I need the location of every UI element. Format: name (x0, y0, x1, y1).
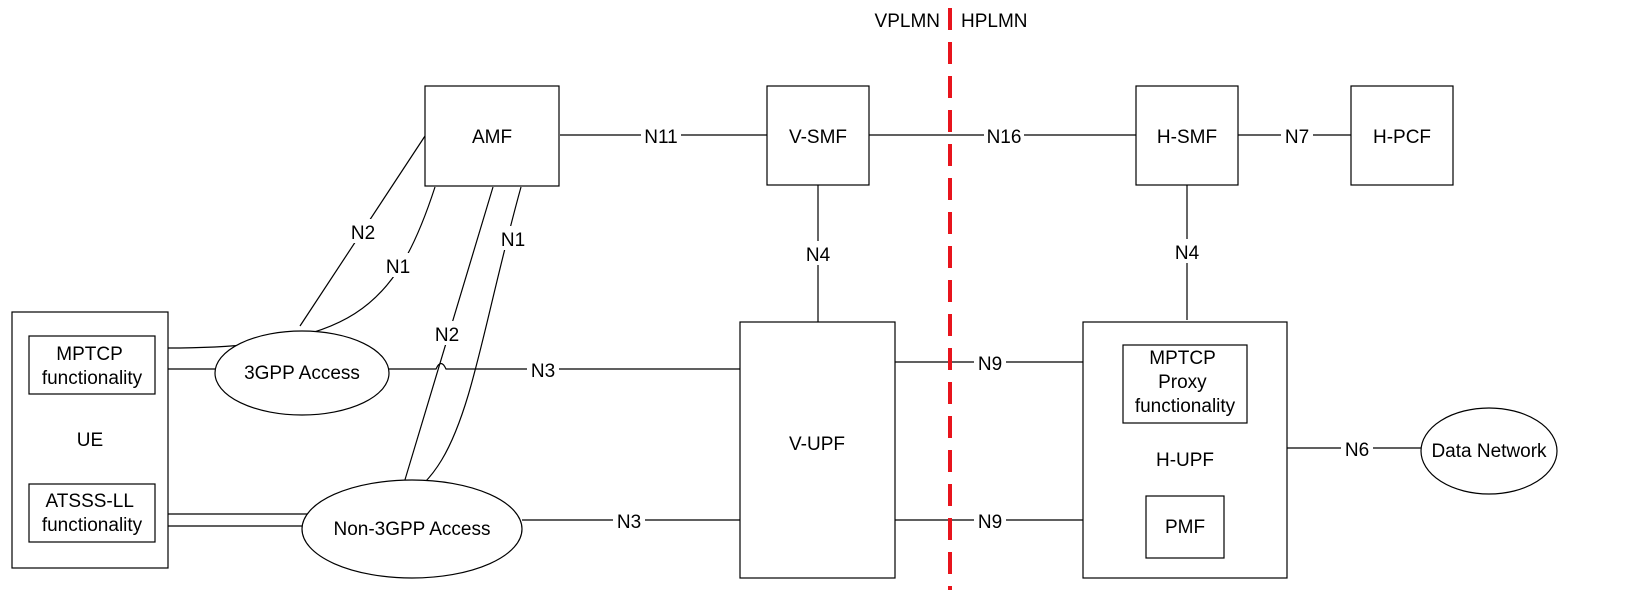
region-label-vplmn: VPLMN (875, 11, 940, 32)
h-upf-node: H-UPF MPTCP Proxy functionality PMF (1082, 321, 1288, 579)
mptcp-proxy-box (1122, 344, 1248, 424)
interface-label-n11: N11 (644, 127, 677, 148)
ue-atsss-label: ATSSS-LL functionality (42, 491, 143, 536)
h-smf-label: H-SMF (1157, 127, 1217, 148)
interface-labels: N11 N16 N7 N4 N4 N2 N1 N2 N1 N3 N3 N9 N9… (348, 123, 1373, 533)
v-upf-node: V-UPF (739, 321, 896, 579)
data-network-label: Data Network (1431, 441, 1547, 462)
link-3gpp-vupf-n3 (389, 362, 740, 370)
interface-label-n6: N6 (1345, 440, 1369, 461)
link-amf-3gpp-n1 (167, 186, 436, 349)
interface-label-n16: N16 (987, 127, 1022, 148)
interface-label-n9-bottom: N9 (978, 512, 1002, 533)
h-upf-label: H-UPF (1156, 450, 1214, 471)
interface-label-n3-non3gpp: N3 (617, 512, 641, 533)
interface-label-n2-non3gpp: N2 (435, 325, 459, 346)
3gpp-access-node: 3GPP Access (214, 330, 390, 416)
h-pcf-label: H-PCF (1373, 127, 1431, 148)
ue-label: UE (77, 430, 103, 451)
v-smf-node: V-SMF (766, 85, 870, 186)
interface-label-n1-non3gpp: N1 (501, 230, 525, 251)
interface-label-n3-3gpp: N3 (531, 361, 555, 382)
interface-label-n7: N7 (1285, 127, 1309, 148)
ue-atsss-box (28, 483, 156, 543)
pmf-box (1145, 495, 1225, 559)
h-smf-node: H-SMF (1135, 85, 1239, 186)
non-3gpp-access-node: Non-3GPP Access (301, 479, 523, 579)
v-smf-label: V-SMF (789, 127, 847, 148)
data-network-node: Data Network (1420, 407, 1558, 495)
interface-label-n4-h: N4 (1175, 243, 1200, 264)
mptcp-proxy-label: MPTCP Proxy functionality (1135, 348, 1236, 417)
amf-node: AMF (424, 85, 560, 187)
interface-label-n2-3gpp: N2 (351, 223, 375, 244)
h-pcf-node: H-PCF (1350, 85, 1454, 186)
ue-node: UE MPTCP functionality ATSSS-LL function… (11, 311, 169, 569)
interface-label-n9-top: N9 (978, 354, 1002, 375)
non-3gpp-access-label: Non-3GPP Access (333, 519, 490, 540)
interface-label-n4-v: N4 (806, 245, 831, 266)
amf-label: AMF (472, 127, 512, 148)
v-upf-label: V-UPF (789, 434, 845, 455)
3gpp-access-label: 3GPP Access (244, 363, 360, 384)
ue-mptcp-box (28, 335, 156, 395)
ue-mptcp-label: MPTCP functionality (42, 344, 143, 389)
pmf-label: PMF (1165, 517, 1205, 538)
region-label-hplmn: HPLMN (961, 11, 1028, 32)
interface-label-n1-3gpp: N1 (386, 257, 410, 278)
